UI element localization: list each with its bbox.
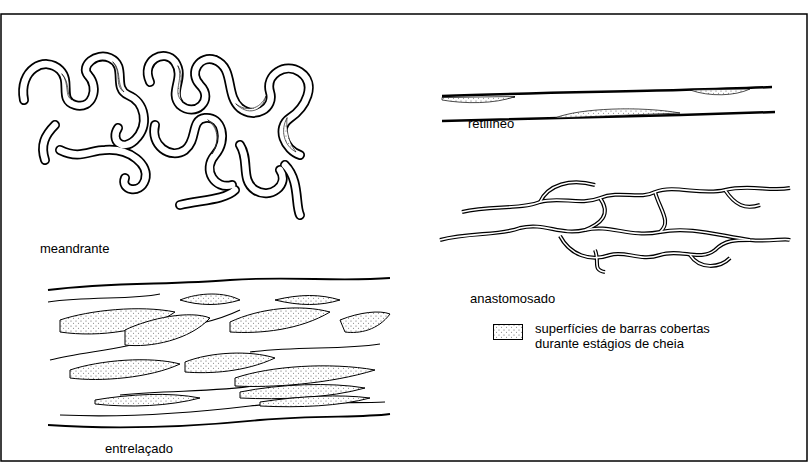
channel-type-label: meandrante bbox=[40, 241, 109, 256]
legend-entry: superfícies de barras cobertas durante e… bbox=[493, 321, 750, 351]
meandering-channel bbox=[23, 56, 309, 215]
channel-type-label: anastomosado bbox=[470, 291, 555, 306]
frame bbox=[1, 14, 807, 461]
channel-type-label: retilíneo bbox=[468, 116, 514, 131]
straight-channel bbox=[442, 87, 775, 121]
legend-swatch bbox=[493, 324, 523, 340]
channel-type-label: entrelaçado bbox=[105, 441, 173, 456]
anastomosing-channel bbox=[440, 182, 790, 272]
legend-text: superfícies de barras cobertas durante e… bbox=[535, 321, 750, 351]
braided-channel bbox=[48, 278, 390, 427]
